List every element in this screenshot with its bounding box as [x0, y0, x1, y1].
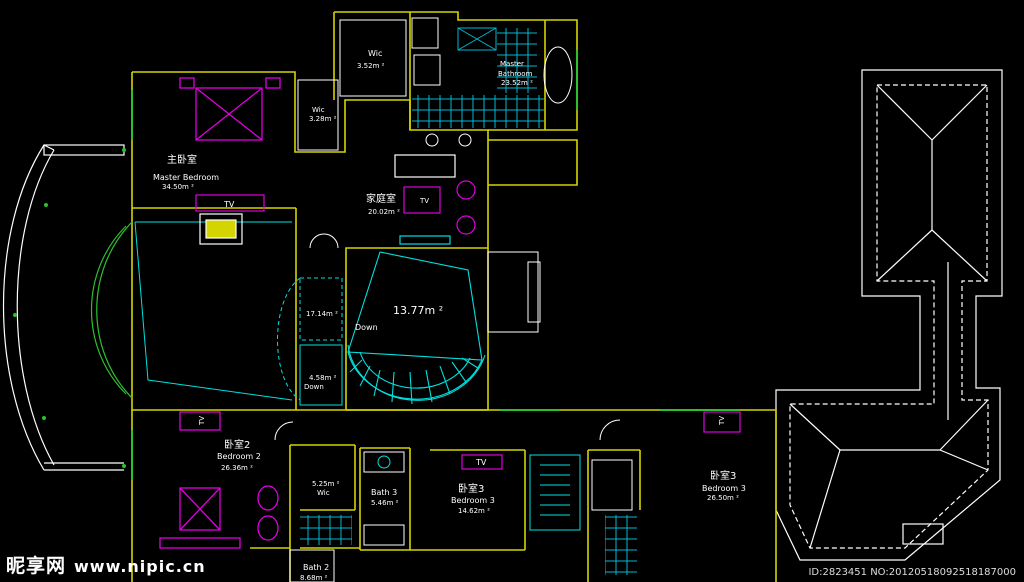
bedroom3b-cn: 卧室3: [710, 469, 736, 482]
spiral-stair: [347, 251, 486, 405]
balcony: [3, 144, 125, 471]
master-bath-name-2: Bathroom: [498, 70, 533, 78]
bath3-area: 5.46m ²: [371, 499, 399, 507]
wic-b2-area: 5.25m ²: [312, 480, 340, 488]
landing-area: [277, 277, 343, 401]
bedroom3a-cn: 卧室3: [458, 482, 484, 495]
small-stair: [299, 344, 343, 406]
stair-hall-down: Down: [355, 323, 378, 332]
balcony-posts: [13, 148, 126, 468]
wic-closets: [297, 19, 407, 151]
stair-b: [529, 454, 581, 531]
image-id: ID:2823451 NO:20120518092518187000: [808, 567, 1016, 578]
bay-window: [91, 221, 133, 399]
walls: [131, 11, 777, 582]
bed-bedroom2: [159, 411, 279, 549]
bath2-tiles: [289, 515, 352, 582]
fireplace: [199, 213, 243, 245]
wic-top-name: Wic: [368, 49, 382, 58]
tv-stand-master: [195, 194, 265, 212]
master-bedroom-cn: 主卧室: [167, 153, 197, 166]
master-bath-area: 23.52m ²: [501, 79, 533, 87]
room-outline: [134, 221, 293, 401]
bath3-fixtures: [363, 451, 405, 546]
door-right: [274, 233, 621, 441]
bath-b3b-tiles: [591, 459, 637, 575]
windows: [131, 50, 740, 480]
bedroom2-en: Bedroom 2: [217, 452, 261, 461]
bedroom3a-area: 14.62m ²: [458, 507, 490, 515]
tv-label-master: TV: [223, 200, 235, 209]
wic-left-name: Wic: [312, 106, 325, 114]
tv-label-b3b: TV: [718, 416, 726, 426]
wic-top-area: 3.52m ²: [357, 62, 385, 70]
master-bath-tiles: [412, 27, 573, 128]
tv-label-b2: TV: [198, 416, 206, 426]
bedroom3a-en: Bedroom 3: [451, 496, 495, 505]
family-furniture: [394, 154, 476, 245]
roof-outline: [775, 69, 1003, 561]
master-bath-fixtures: [411, 17, 472, 147]
bedroom2-area: 26.36m ²: [221, 464, 253, 472]
bath2-area: 8.68m ²: [300, 574, 328, 582]
watermark-brand: 昵享网: [6, 555, 67, 577]
watermark-url: www.nipic.cn: [74, 557, 206, 576]
master-bedroom-area: 34.50m ²: [162, 183, 194, 191]
bay-right: [487, 251, 541, 333]
stair-hall-area: 13.77m ²: [393, 304, 443, 317]
master-bed: [179, 77, 281, 141]
watermark: 昵享网 www.nipic.cn: [6, 551, 206, 578]
master-bedroom-en: Master Bedroom: [153, 173, 219, 182]
small-stair-area: 4.58m ²: [309, 374, 337, 382]
bath2-name: Bath 2: [303, 563, 329, 572]
family-room-cn: 家庭室: [366, 192, 396, 205]
master-bath-name-1: Master: [500, 60, 524, 68]
tv-stand-b3b: [703, 411, 741, 433]
tv-label-family: TV: [419, 197, 429, 205]
tv-label-b3a: TV: [475, 458, 487, 467]
wic-b2-name: Wic: [317, 489, 330, 497]
small-stair-down: Down: [304, 383, 324, 391]
bedroom3b-en: Bedroom 3: [702, 484, 746, 493]
family-room-area: 20.02m ²: [368, 208, 400, 216]
landing-area: 17.14m ²: [306, 310, 338, 318]
bedroom2-cn: 卧室2: [224, 438, 250, 451]
bedroom3b-area: 26.50m ²: [707, 494, 739, 502]
bath3-name: Bath 3: [371, 488, 397, 497]
wic-left-area: 3.28m ²: [309, 115, 337, 123]
tv-stand-b3a: [461, 454, 503, 470]
